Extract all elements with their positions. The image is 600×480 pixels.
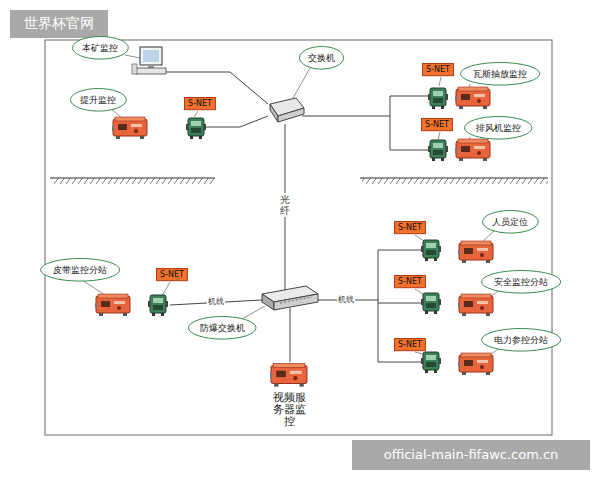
ellipse-outline [300,47,344,70]
tag-text: S-NET [394,340,426,349]
ground-line [50,178,548,184]
callout-text: 电力参控分站 [481,335,561,345]
snet-tag: S-NET [394,275,426,288]
tag-text: S-NET [156,270,188,279]
callout-ellipse: 交换机 [299,46,344,70]
callout-text: 安全监控分站 [481,277,561,287]
device-label: 视频服务器监控 [272,392,308,428]
snet-tag: S-NET [394,338,426,351]
watermark: official-main-fifawc.com.cn [384,448,559,462]
ellipse-outline [40,259,119,282]
snet-tag: S-NET [394,221,426,234]
ellipse-outline [481,271,560,294]
callout-ellipse: 防爆交换机 [188,316,257,340]
callout-text: 提升监控 [70,95,127,105]
callout-ellipse: 皮带监控分站 [40,258,120,282]
explosion-proof-switch-icon [262,286,318,310]
computer-icon [132,47,166,74]
ellipse-outline [72,37,128,60]
tag-fill [395,222,426,234]
ellipse-outline [482,211,538,234]
watermark: 世界杯官网 [24,16,94,31]
callout-text: 人员定位 [482,217,539,227]
snet-tag: S-NET [184,97,216,110]
watermark-ground [10,10,108,38]
callout-text: 本矿监控 [72,43,129,53]
line-label: 机线 [337,295,355,306]
ellipse-outline [70,89,126,112]
callout-text: 瓦斯抽放监控 [460,69,540,79]
tag-fill [395,339,426,351]
callout-text: 交换机 [299,53,344,63]
line-label: 机线 [207,297,225,308]
line-label: 光纤 [279,193,291,217]
callout-ellipse: 瓦斯抽放监控 [460,62,540,86]
tag-fill [423,64,454,76]
snet-tag: S-NET [422,63,454,76]
frame [45,40,552,435]
switch-icon [270,98,304,122]
callout-ellipse: 排风机监控 [464,116,533,140]
callout-ellipse: 电力参控分站 [481,328,561,352]
snet-tag: S-NET [156,268,188,281]
tag-text: S-NET [421,120,453,129]
network-wire [165,72,428,362]
tag-text: S-NET [184,99,216,108]
callout-ellipse: 本矿监控 [72,36,129,60]
tag-fill [395,276,426,288]
tag-text: S-NET [422,65,454,74]
tag-text: S-NET [394,277,426,286]
callout-text: 皮带监控分站 [40,265,120,275]
ellipse-outline [464,117,532,140]
snet-tag: S-NET [421,118,453,131]
field-device [95,87,493,387]
watermark-ground [352,440,590,470]
callout-ellipse: 安全监控分站 [481,270,561,294]
ellipse-outline [188,317,256,340]
ellipse-outline [481,329,560,352]
ellipse-outline [460,63,539,86]
callout-text: 排风机监控 [464,123,533,133]
leader-line [82,55,500,356]
callout-ellipse: 提升监控 [70,88,127,112]
tag-text: S-NET [394,223,426,232]
tag-fill [157,269,188,281]
tag-fill [185,98,216,110]
callout-ellipse: 人员定位 [482,210,539,234]
callout-text: 防爆交换机 [188,323,257,333]
tag-fill [422,119,453,131]
